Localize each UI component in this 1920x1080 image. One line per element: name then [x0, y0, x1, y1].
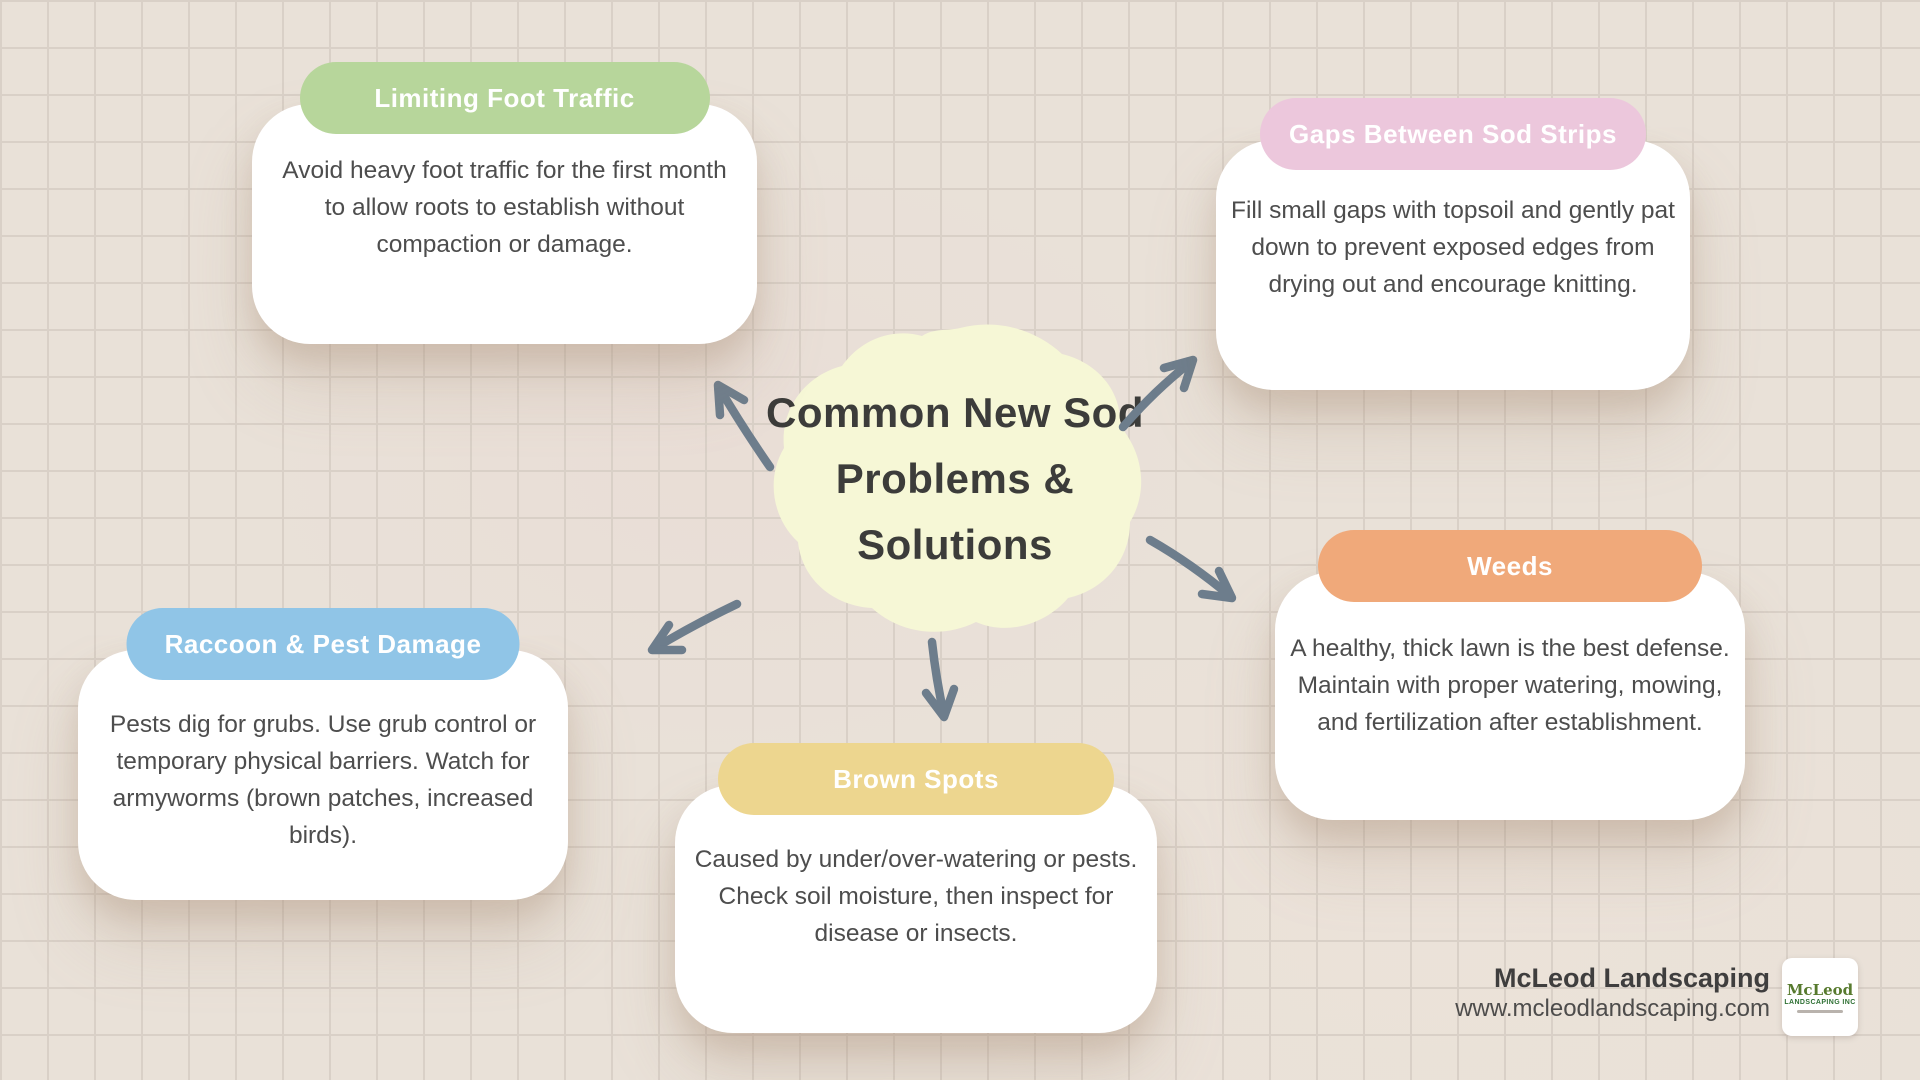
arrow-to-gaps-icon: [1118, 355, 1198, 432]
card-body-line: down to prevent exposed edges from: [1251, 234, 1655, 261]
card-body-line: Avoid heavy foot traffic for the first m…: [282, 157, 727, 184]
card-body-line: Caused by under/over-watering or pests.: [694, 846, 1138, 873]
card-body-line: drying out and encourage knitting.: [1268, 271, 1638, 298]
card-body-line: Maintain with proper watering, mowing,: [1297, 672, 1723, 699]
card-limiting-foot-traffic: Limiting Foot Traffic Avoid heavy foot t…: [252, 62, 757, 344]
card-body-line: to allow roots to establish without: [324, 194, 685, 221]
card-body: Pests dig for grubs. Use grub control or…: [78, 650, 568, 854]
card-body-line: A healthy, thick lawn is the best defens…: [1290, 635, 1730, 662]
card-body: Caused by under/over-watering or pests. …: [675, 785, 1157, 952]
arrow-to-weeds-icon: [1145, 535, 1237, 603]
card-body-line: Check soil moisture, then inspect for: [718, 883, 1114, 910]
arrow-to-limiting-foot-traffic-icon: [713, 380, 775, 472]
card-brown-spots: Brown Spots Caused by under/over-waterin…: [675, 743, 1157, 1033]
card-title-pill: Brown Spots: [718, 743, 1114, 815]
page-title: Common New Sod Problems & Solutions: [760, 318, 1150, 640]
company-logo: McLeod LANDSCAPING INC: [1782, 958, 1858, 1036]
card-title-pill: Raccoon & Pest Damage: [126, 608, 520, 680]
page-title-line: Problems &: [835, 455, 1075, 502]
blob-shape-icon: [773, 324, 1142, 632]
card-weeds: Weeds A healthy, thick lawn is the best …: [1275, 530, 1745, 820]
page-title-line: Common New Sod: [765, 389, 1144, 436]
logo-tagline-bar: [1797, 1009, 1843, 1013]
footer: McLeod Landscaping www.mcleodlandscaping…: [1455, 962, 1770, 1024]
card-body: Fill small gaps with topsoil and gently …: [1216, 140, 1690, 303]
card-title-pill: Weeds: [1318, 530, 1702, 602]
card-gaps-between-sod-strips: Gaps Between Sod Strips Fill small gaps …: [1216, 98, 1690, 390]
page-title-line: Solutions: [857, 521, 1053, 568]
card-body-line: Fill small gaps with topsoil and gently …: [1231, 197, 1675, 224]
logo-subtitle: LANDSCAPING INC: [1784, 998, 1856, 1006]
logo-wordmark: McLeod: [1786, 980, 1854, 999]
card-body-line: temporary physical barriers. Watch for: [116, 748, 530, 775]
card-title-pill: Gaps Between Sod Strips: [1260, 98, 1646, 170]
arrow-to-raccoon-icon: [647, 599, 742, 655]
card-body-line: disease or insects.: [814, 920, 1018, 947]
card-body-line: birds).: [288, 822, 358, 849]
card-title-pill: Limiting Foot Traffic: [299, 62, 710, 134]
company-name: McLeod Landscaping: [1493, 963, 1770, 993]
card-body-line: armyworms (brown patches, increased: [112, 785, 534, 812]
card-body: Avoid heavy foot traffic for the first m…: [252, 104, 757, 263]
card-raccoon-pest-damage: Raccoon & Pest Damage Pests dig for grub…: [78, 608, 568, 900]
card-body-line: compaction or damage.: [376, 231, 633, 258]
website-url: www.mcleodlandscaping.com: [1455, 995, 1770, 1022]
arrow-to-brown-spots-icon: [921, 637, 959, 722]
center-topic-blob: Common New Sod Problems & Solutions: [760, 318, 1150, 640]
card-body: A healthy, thick lawn is the best defens…: [1275, 572, 1745, 741]
card-body-line: Pests dig for grubs. Use grub control or: [109, 711, 537, 738]
card-body-line: and fertilization after establishment.: [1317, 709, 1703, 736]
